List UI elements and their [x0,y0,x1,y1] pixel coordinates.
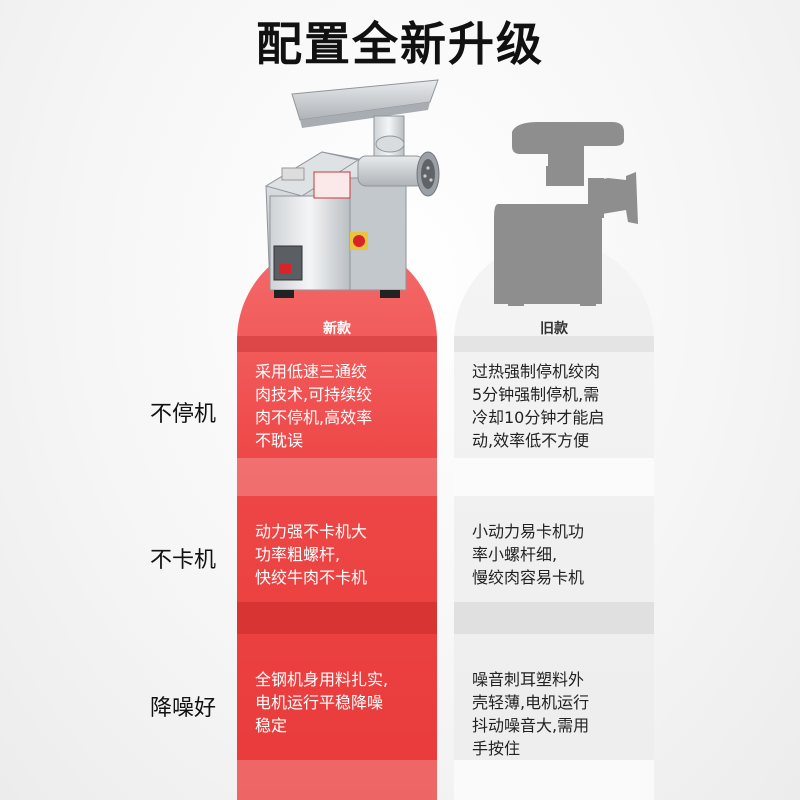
old-cell-no-stop: 过热强制停机绞肉 5分钟强制停机,需 冷却10分钟才能启 动,效率低不方便 [472,362,605,450]
page-title: 配置全新升级 [256,17,544,71]
band [454,602,654,634]
old-cell-no-jam: 小动力易卡机功 率小螺杆细, 慢绞肉容易卡机 [472,522,585,587]
band [237,458,437,496]
row-label-noise: 降噪好 [149,696,216,721]
new-model-label: 新款 [323,321,351,337]
band [237,336,437,352]
row-label-no-jam: 不卡机 [149,548,216,573]
new-cell-no-jam: 动力强不卡机大 功率粗螺杆, 快绞牛肉不卡机 [255,522,368,587]
new-model-column: 新款 采用低速三通绞 肉技术,可持续绞 肉不停机,高效率 不耽误 动力强不卡机大… [237,240,437,800]
band [454,760,654,800]
band [454,336,654,352]
old-cell-noise: 噪音刺耳塑料外 壳轻薄,电机运行 抖动噪音大,需用 手按住 [472,670,590,758]
band [237,602,437,634]
old-model-label: 旧款 [540,321,568,337]
row-label-no-stop: 不停机 [149,402,216,427]
old-model-column: 旧款 过热强制停机绞肉 5分钟强制停机,需 冷却10分钟才能启 动,效率低不方便… [454,240,654,800]
new-cell-no-stop: 采用低速三通绞 肉技术,可持续绞 肉不停机,高效率 不耽误 [255,362,373,450]
band [237,760,437,800]
old-grinder-silhouette [494,122,638,306]
band [454,458,654,496]
new-cell-noise: 全钢机身用料扎实, 电机运行平稳降噪 稳定 [255,670,389,735]
meat-grinder-image [264,79,440,298]
